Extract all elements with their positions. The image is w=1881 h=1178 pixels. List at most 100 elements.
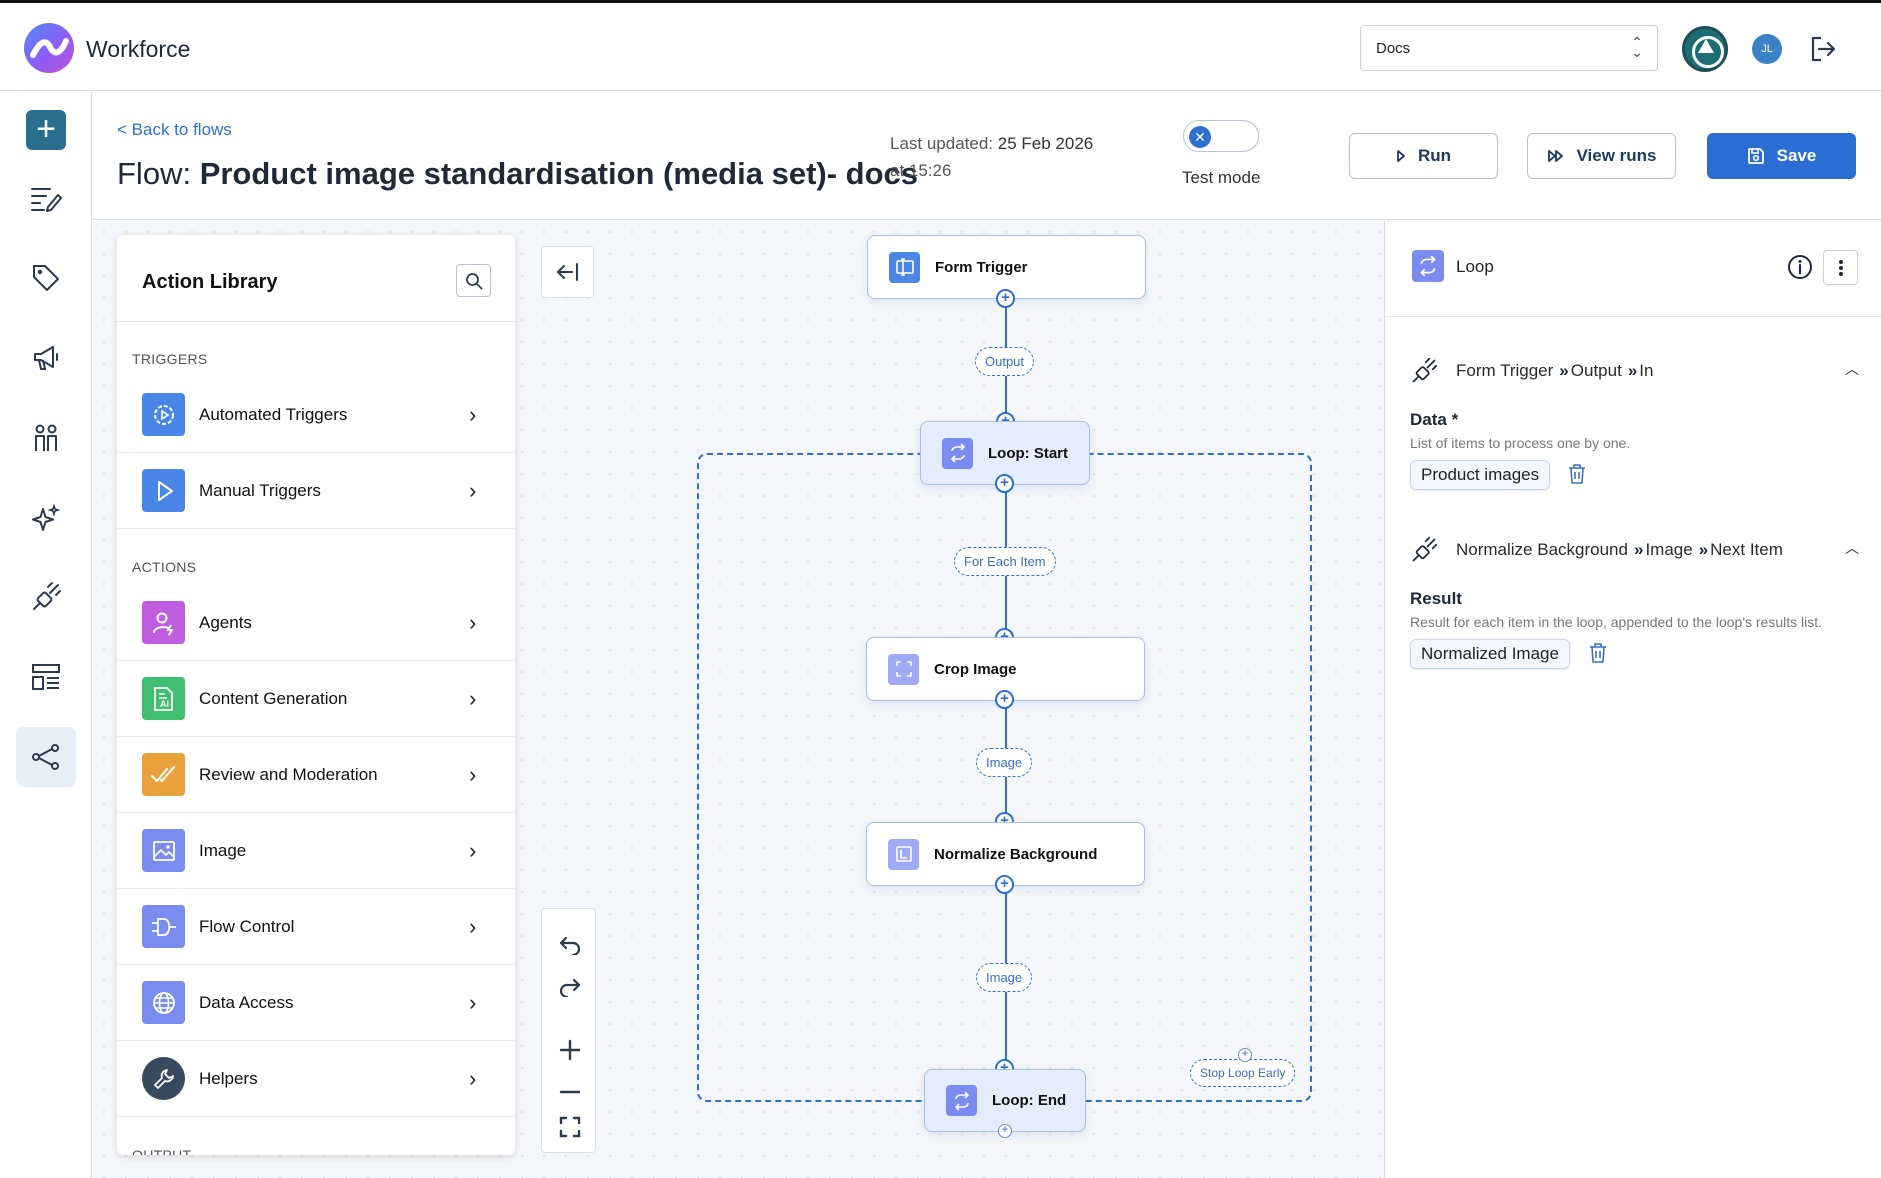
org-avatar-icon[interactable] bbox=[1682, 26, 1728, 72]
chevron-right-icon: › bbox=[469, 609, 477, 635]
form-icon bbox=[889, 251, 920, 283]
library-search-button[interactable] bbox=[456, 264, 491, 297]
edge-label-for-each-item[interactable]: For Each Item bbox=[954, 547, 1056, 576]
flow-icon bbox=[32, 744, 59, 770]
undo-button[interactable] bbox=[542, 925, 597, 965]
output-port[interactable]: + bbox=[995, 690, 1014, 709]
chevron-right-icon: › bbox=[469, 989, 477, 1015]
test-mode-label: Test mode bbox=[1182, 168, 1261, 187]
loop-icon bbox=[942, 437, 973, 469]
actions-heading: ACTIONS bbox=[132, 559, 197, 575]
sidebar-item-ai[interactable] bbox=[16, 488, 76, 548]
library-item-label: Agents bbox=[199, 612, 252, 632]
trash-icon[interactable] bbox=[1588, 642, 1608, 669]
tag-icon bbox=[33, 265, 59, 291]
action-library: Action Library TRIGGERS Automated Trigge… bbox=[117, 235, 515, 1155]
sidebar-item-flows[interactable] bbox=[16, 727, 76, 787]
library-item-review-moderation[interactable]: Review and Moderation › bbox=[117, 737, 515, 813]
connection-output[interactable]: Normalize Background»Image»Next Item bbox=[1410, 536, 1783, 564]
library-item-flow-control[interactable]: Flow Control › bbox=[117, 889, 515, 965]
info-icon[interactable] bbox=[1787, 254, 1813, 285]
chevron-updown-icon: ⌃⌄ bbox=[1631, 34, 1643, 60]
last-updated-date: 25 Feb 2026 bbox=[997, 134, 1094, 153]
zoom-out-button[interactable] bbox=[542, 1072, 597, 1112]
people-icon bbox=[35, 424, 57, 451]
library-item-image[interactable]: Image › bbox=[117, 813, 515, 889]
sidebar-item-tags[interactable] bbox=[16, 248, 76, 308]
library-item-agents[interactable]: Agents › bbox=[117, 585, 515, 661]
node-config-panel: Loop Form Trigger»Output»In ︿ Data * Lis… bbox=[1384, 221, 1881, 1178]
sidebar-item-people[interactable] bbox=[16, 408, 76, 468]
test-mode-toggle[interactable]: ✕ bbox=[1183, 120, 1259, 152]
output-port[interactable]: + bbox=[995, 875, 1014, 894]
library-item-helpers[interactable]: Helpers › bbox=[117, 1041, 515, 1117]
back-to-flows-link[interactable]: < Back to flows bbox=[117, 120, 232, 139]
chevron-double-right-icon: » bbox=[1627, 361, 1638, 380]
data-field-label: Data * bbox=[1410, 410, 1459, 429]
library-item-automated-triggers[interactable]: Automated Triggers › bbox=[117, 377, 515, 453]
library-item-content-generation[interactable]: AI Content Generation › bbox=[117, 661, 515, 737]
collapse-library-button[interactable] bbox=[541, 246, 594, 298]
run-button[interactable]: Run bbox=[1349, 133, 1498, 179]
output-port[interactable]: + bbox=[998, 1124, 1012, 1138]
kebab-menu-icon bbox=[1838, 259, 1843, 276]
view-runs-button[interactable]: View runs bbox=[1527, 133, 1676, 179]
edit-icon bbox=[31, 188, 62, 212]
chevron-right-icon: › bbox=[469, 401, 477, 427]
node-label: Loop: End bbox=[992, 1092, 1067, 1109]
agent-icon bbox=[142, 601, 185, 644]
fit-view-button[interactable] bbox=[542, 1107, 597, 1147]
result-value-chip[interactable]: Normalized Image bbox=[1410, 639, 1570, 669]
node-label: Normalize Background bbox=[934, 845, 1098, 863]
megaphone-icon bbox=[34, 346, 58, 370]
loop-icon bbox=[1412, 250, 1444, 282]
flow-title-prefix: Flow: bbox=[117, 156, 200, 191]
chevron-right-icon: › bbox=[469, 477, 477, 503]
user-avatar[interactable]: JL bbox=[1752, 34, 1782, 64]
library-item-manual-triggers[interactable]: Manual Triggers › bbox=[117, 453, 515, 529]
sparkle-icon bbox=[32, 503, 61, 531]
sidebar-add-button[interactable]: + bbox=[16, 100, 76, 160]
output-port[interactable]: + bbox=[996, 289, 1015, 308]
plug-icon bbox=[33, 582, 61, 610]
plug-icon bbox=[1412, 357, 1438, 383]
data-value-chip[interactable]: Product images bbox=[1410, 460, 1551, 490]
edge-label-image[interactable]: Image bbox=[976, 748, 1033, 777]
sidebar-item-integrations[interactable] bbox=[16, 567, 76, 627]
last-updated-prefix: Last updated: bbox=[890, 134, 998, 153]
wrench-icon bbox=[142, 1057, 185, 1100]
sidebar-item-content[interactable] bbox=[16, 169, 76, 229]
edge-label-output[interactable]: Output bbox=[975, 347, 1035, 376]
chevron-up-icon[interactable]: ︿ bbox=[1845, 540, 1859, 556]
sidebar-item-campaigns[interactable] bbox=[16, 328, 76, 388]
zoom-in-button[interactable] bbox=[542, 1030, 597, 1070]
workspace-select[interactable]: Docs ⌃⌄ bbox=[1360, 25, 1658, 71]
gate-icon bbox=[142, 905, 185, 948]
stop-loop-early-port[interactable]: + bbox=[1238, 1048, 1252, 1062]
library-item-label: Review and Moderation bbox=[199, 764, 378, 784]
edge-label-stop-loop-early[interactable]: Stop Loop Early bbox=[1190, 1059, 1296, 1087]
run-button-label: Run bbox=[1417, 146, 1452, 165]
connection-input[interactable]: Form Trigger»Output»In bbox=[1410, 357, 1653, 385]
sidebar-item-templates[interactable] bbox=[16, 647, 76, 707]
edge-label-image[interactable]: Image bbox=[976, 963, 1033, 992]
action-library-header: Action Library bbox=[117, 235, 515, 322]
trash-icon[interactable] bbox=[1567, 463, 1587, 490]
action-library-title: Action Library bbox=[142, 271, 278, 293]
more-options-button[interactable] bbox=[1823, 250, 1858, 285]
node-loop-end[interactable]: Loop: End bbox=[924, 1069, 1086, 1132]
result-field-label: Result bbox=[1410, 589, 1462, 608]
loop-icon bbox=[946, 1085, 977, 1116]
svg-text:AI: AI bbox=[160, 699, 169, 709]
output-port[interactable]: + bbox=[995, 474, 1014, 493]
logout-icon[interactable] bbox=[1809, 36, 1837, 67]
window-top-border bbox=[0, 0, 1881, 3]
canvas-controls bbox=[541, 908, 596, 1153]
redo-button[interactable] bbox=[542, 967, 597, 1007]
library-item-data-access[interactable]: Data Access › bbox=[117, 965, 515, 1041]
save-button[interactable]: Save bbox=[1707, 133, 1856, 179]
normalize-icon bbox=[888, 838, 919, 870]
workforce-logo[interactable] bbox=[24, 23, 74, 73]
chevron-up-icon[interactable]: ︿ bbox=[1845, 361, 1859, 377]
connection-source: Normalize Background bbox=[1456, 540, 1628, 559]
